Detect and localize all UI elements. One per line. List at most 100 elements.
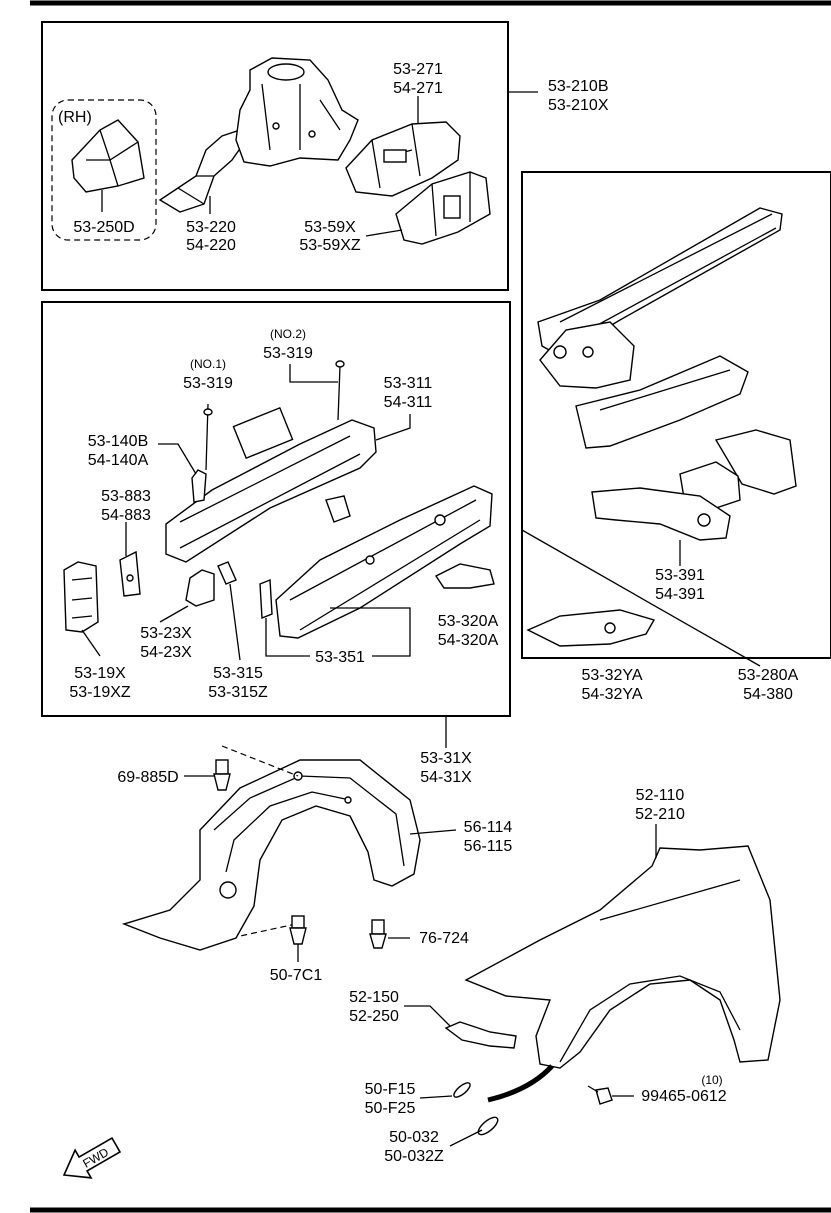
leader-53-311 xyxy=(375,414,411,441)
upper-apron-box xyxy=(41,21,509,291)
label-52-110: 52-110 xyxy=(636,787,685,804)
part-strut-tower[interactable] xyxy=(235,57,359,167)
label-53-32YA: 53-32YA xyxy=(581,667,642,684)
side-member-box xyxy=(521,171,831,659)
label-76-724: 76-724 xyxy=(419,930,469,947)
part-member-mid[interactable] xyxy=(575,355,749,449)
part-53-220[interactable] xyxy=(158,129,247,213)
label-54-380: 54-380 xyxy=(743,686,793,703)
part-53-19X[interactable] xyxy=(63,561,99,633)
label-53-59XZ: 53-59XZ xyxy=(299,237,361,254)
leader-53-23X xyxy=(159,605,189,623)
label-52-150: 52-150 xyxy=(349,989,399,1006)
label-54-320A: 54-320A xyxy=(438,632,499,649)
label-53-210X: 53-210X xyxy=(548,97,609,114)
leader-53-19X xyxy=(81,629,101,657)
label-53-31X: 53-31X xyxy=(420,750,472,767)
label-no2: (NO.2) xyxy=(270,327,306,341)
label-53-19X: 53-19X xyxy=(74,665,126,682)
part-99465-0612[interactable] xyxy=(587,1085,613,1105)
rh-dashed-box xyxy=(51,99,157,241)
part-53-351[interactable] xyxy=(259,578,273,620)
label-50-F15: 50-F15 xyxy=(365,1081,416,1098)
label-53-19XZ: 53-19XZ xyxy=(69,684,131,701)
part-50-F15[interactable] xyxy=(452,1081,472,1100)
leader-53-320A xyxy=(330,607,411,657)
dash-69-885D xyxy=(221,745,299,777)
part-53-319-no2[interactable] xyxy=(335,360,345,421)
part-53-140B[interactable] xyxy=(191,469,207,503)
label-54-140A: 54-140A xyxy=(88,452,149,469)
part-50-032[interactable] xyxy=(476,1114,501,1137)
front-frame-box xyxy=(41,301,511,717)
label-no1: (NO.1) xyxy=(190,357,226,371)
label-56-114: 56-114 xyxy=(464,819,513,836)
label-qty10: (10) xyxy=(701,1073,722,1087)
leader-53-280A xyxy=(521,529,761,667)
part-53-32YA[interactable] xyxy=(526,609,656,647)
label-54-23X: 54-23X xyxy=(140,644,192,661)
leader-53-319-no2 xyxy=(289,364,338,383)
part-53-311[interactable] xyxy=(165,406,377,563)
part-53-319-no1[interactable] xyxy=(203,403,213,471)
part-53-271[interactable] xyxy=(345,121,461,197)
part-53-23X[interactable] xyxy=(185,569,215,607)
label-53-391: 53-391 xyxy=(655,567,705,584)
leader-53-315 xyxy=(229,583,241,661)
label-50-F25: 50-F25 xyxy=(365,1100,416,1117)
part-small-bracket[interactable] xyxy=(434,563,495,589)
label-99465-0612: 99465-0612 xyxy=(641,1088,727,1105)
leader-53-351 xyxy=(265,618,310,657)
part-50-7C1[interactable] xyxy=(289,915,307,945)
part-52-150[interactable] xyxy=(444,1021,517,1049)
part-53-320A[interactable] xyxy=(275,485,493,639)
leader-50-032 xyxy=(449,1129,483,1147)
label-54-391: 54-391 xyxy=(655,586,705,603)
part-53-250D[interactable] xyxy=(71,119,145,193)
part-53-315[interactable] xyxy=(217,561,237,585)
leader-53-59X xyxy=(365,229,403,237)
fwd-arrow-icon: FWD xyxy=(62,1136,122,1179)
label-56-115: 56-115 xyxy=(464,838,513,855)
part-56-114-liner[interactable] xyxy=(121,759,421,951)
dash-50-7C1 xyxy=(239,923,297,937)
label-54-31X: 54-31X xyxy=(420,769,472,786)
leader-52-150 xyxy=(404,1005,451,1027)
part-53-59X[interactable] xyxy=(395,171,491,245)
part-53-883[interactable] xyxy=(119,550,141,597)
label-53-140B: 53-140B xyxy=(88,433,149,450)
part-front-cluster[interactable] xyxy=(539,321,635,389)
label-52-250: 52-250 xyxy=(349,1008,399,1025)
part-side-rail[interactable] xyxy=(537,207,783,357)
label-69-885D: 69-885D xyxy=(117,769,178,786)
label-54-220: 54-220 xyxy=(186,237,236,254)
label-52-210: 52-210 xyxy=(635,806,685,823)
label-53-351: 53-351 xyxy=(315,649,365,666)
label-53-59X: 53-59X xyxy=(304,219,356,236)
label-rh: (RH) xyxy=(58,109,92,126)
leader-50-F15 xyxy=(419,1095,453,1099)
part-53-391[interactable] xyxy=(591,487,731,541)
label-53-883: 53-883 xyxy=(101,488,151,505)
label-50-7C1: 50-7C1 xyxy=(270,967,323,984)
label-53-319-no2: 53-319 xyxy=(263,345,313,362)
part-fastener[interactable] xyxy=(325,495,351,523)
label-53-280A: 53-280A xyxy=(738,667,799,684)
label-53-271: 53-271 xyxy=(393,61,443,78)
label-53-320A: 53-320A xyxy=(438,613,499,630)
label-54-311: 54-311 xyxy=(384,394,433,411)
label-53-220: 53-220 xyxy=(186,219,236,236)
label-50-032Z: 50-032Z xyxy=(384,1148,444,1165)
label-53-210B: 53-210B xyxy=(548,78,609,95)
label-54-271: 54-271 xyxy=(393,80,443,97)
label-53-311: 53-311 xyxy=(384,375,433,392)
label-54-883: 54-883 xyxy=(101,507,151,524)
part-fender-seal[interactable] xyxy=(487,1064,554,1103)
label-53-319-no1: 53-319 xyxy=(183,375,233,392)
label-53-23X: 53-23X xyxy=(140,625,192,642)
part-69-885D[interactable] xyxy=(213,759,231,791)
part-52-110-fender[interactable] xyxy=(464,845,781,1069)
part-76-724[interactable] xyxy=(369,919,387,949)
leader-56-114 xyxy=(409,829,457,835)
